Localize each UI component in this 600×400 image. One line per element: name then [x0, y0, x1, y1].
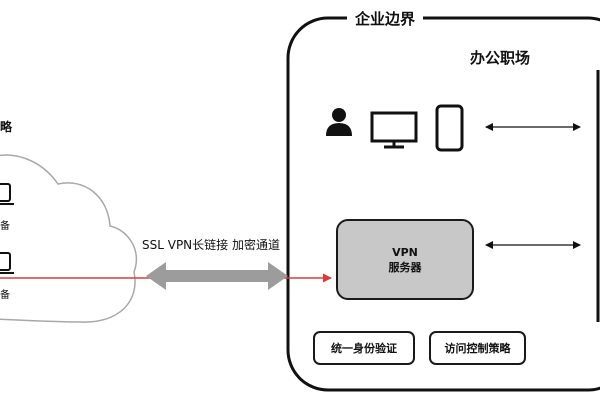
mobile-phone-icon: [435, 104, 464, 152]
ssl-vpn-tunnel-label: SSL VPN长链接 加密通道: [142, 238, 280, 252]
vpn-server-label-line2: 服务器: [388, 260, 422, 274]
person-icon: [326, 108, 352, 136]
office-title: 办公职场: [470, 49, 531, 67]
laptop-icon: [0, 252, 14, 274]
unified-identity-auth-box: 统一身份验证: [313, 331, 415, 365]
remote-device-label-1: 备: [0, 221, 10, 232]
remote-title-fragment: 略: [0, 120, 13, 134]
monitor-icon: [370, 111, 418, 149]
vpn-server: VPN 服务器: [336, 219, 474, 300]
ssl-tunnel-arrow: [146, 262, 288, 290]
vpn-server-label-line1: VPN: [392, 245, 418, 259]
laptop-icon: [0, 183, 14, 205]
remote-device-label-2: 备: [0, 290, 10, 301]
access-control-policy-box: 访问控制策略: [429, 331, 526, 365]
internet-cloud: [0, 154, 138, 323]
enterprise-boundary-title: 企业边界: [347, 10, 424, 28]
enterprise-boundary: [286, 16, 600, 392]
